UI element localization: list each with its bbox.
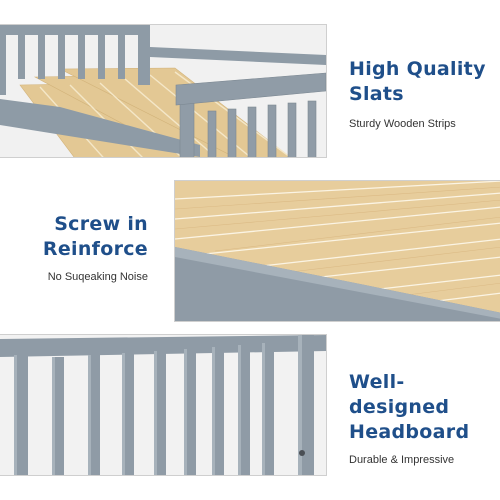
- feature-slats-title-line1: High Quality: [349, 58, 486, 80]
- feature-headboard: Well-designed Headboard Durable & Impres…: [349, 370, 500, 467]
- feature-screw-title-line2: Reinforce: [42, 238, 148, 260]
- feature-screw-title-line1: Screw in: [54, 213, 148, 235]
- feature-headboard-subtitle: Durable & Impressive: [349, 454, 455, 466]
- feature-screw-subtitle: No Suqeaking Noise: [47, 271, 148, 283]
- feature-headboard-title-line2: Headboard: [349, 421, 470, 443]
- slats-photo: [0, 24, 327, 158]
- feature-slats-title-line2: Slats: [349, 83, 404, 105]
- feature-slats-subtitle: Sturdy Wooden Strips: [349, 118, 456, 130]
- feature-screw: Screw in Reinforce No Suqeaking Noise: [43, 212, 148, 284]
- headboard-photo: [0, 334, 327, 476]
- screw-reinforce-photo: [174, 180, 500, 322]
- feature-slats: High Quality Slats Sturdy Wooden Strips: [349, 57, 486, 131]
- feature-headboard-title-line1: Well-designed: [349, 371, 450, 418]
